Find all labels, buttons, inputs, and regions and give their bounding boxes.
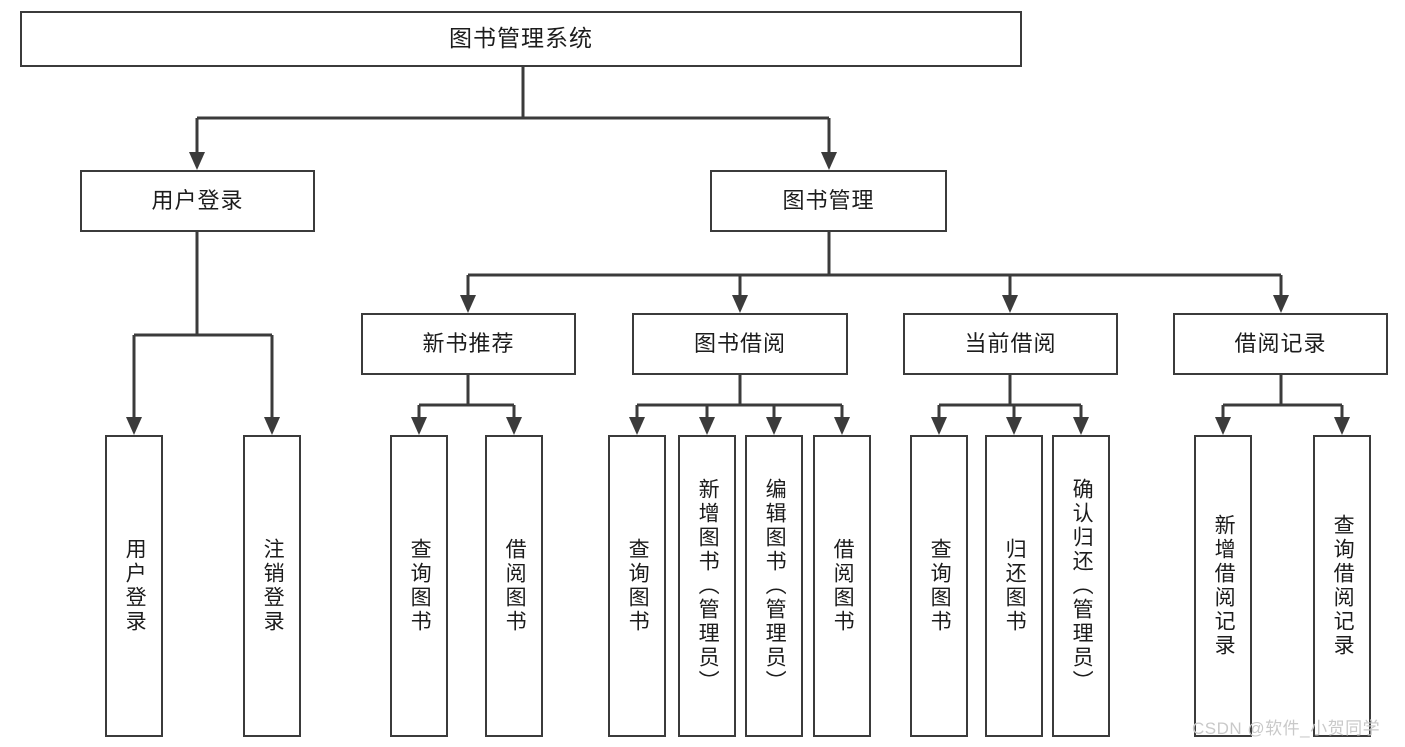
node-label: 归还图书 <box>1003 538 1027 634</box>
node-label: 图书管理系统 <box>449 25 593 52</box>
arrow-head-icon <box>460 295 476 313</box>
node-label: 新增借阅记录 <box>1212 514 1236 658</box>
arrow-head-icon <box>1002 295 1018 313</box>
node-leaf-query-book-2[interactable]: 查询图书 <box>608 435 666 737</box>
node-label: 图书管理 <box>782 187 875 213</box>
node-label: 借阅记录 <box>1234 330 1327 356</box>
node-leaf-return-book[interactable]: 归还图书 <box>985 435 1043 737</box>
node-label: 查询图书 <box>626 538 650 634</box>
arrow-head-icon <box>264 417 280 435</box>
node-leaf-borrow-book-1[interactable]: 借阅图书 <box>485 435 543 737</box>
node-label: 注销登录 <box>261 538 285 634</box>
arrow-head-icon <box>189 152 205 170</box>
arrow-head-icon <box>506 417 522 435</box>
node-leaf-confirm-return[interactable]: 确认归还（管理员） <box>1052 435 1110 737</box>
arrow-head-icon <box>126 417 142 435</box>
node-label: 编辑图书（管理员） <box>763 478 787 694</box>
node-leaf-edit-book[interactable]: 编辑图书（管理员） <box>745 435 803 737</box>
arrow-head-icon <box>821 152 837 170</box>
node-leaf-query-record[interactable]: 查询借阅记录 <box>1313 435 1371 737</box>
arrow-head-icon <box>732 295 748 313</box>
node-label: 用户登录 <box>123 538 147 634</box>
node-leaf-user-login[interactable]: 用户登录 <box>105 435 163 737</box>
arrow-head-icon <box>1334 417 1350 435</box>
arrow-head-icon <box>834 417 850 435</box>
node-user-login[interactable]: 用户登录 <box>80 170 315 232</box>
node-label: 用户登录 <box>151 187 244 213</box>
node-label: 借阅图书 <box>831 538 855 634</box>
node-new-book-rec[interactable]: 新书推荐 <box>361 313 576 375</box>
node-label: 新增图书（管理员） <box>696 478 720 694</box>
node-root[interactable]: 图书管理系统 <box>20 11 1022 67</box>
node-leaf-query-book-1[interactable]: 查询图书 <box>390 435 448 737</box>
node-leaf-query-book-3[interactable]: 查询图书 <box>910 435 968 737</box>
node-book-manage[interactable]: 图书管理 <box>710 170 947 232</box>
arrow-head-icon <box>629 417 645 435</box>
node-book-borrow[interactable]: 图书借阅 <box>632 313 848 375</box>
node-borrow-record[interactable]: 借阅记录 <box>1173 313 1388 375</box>
node-label: 确认归还（管理员） <box>1070 478 1094 694</box>
arrow-head-icon <box>1006 417 1022 435</box>
node-label: 图书借阅 <box>693 330 786 356</box>
arrow-head-icon <box>766 417 782 435</box>
arrow-head-icon <box>1273 295 1289 313</box>
node-label: 查询借阅记录 <box>1331 514 1355 658</box>
arrow-head-icon <box>931 417 947 435</box>
arrow-head-icon <box>699 417 715 435</box>
watermark-label: CSDN @软件_小贺同学 <box>1192 719 1381 738</box>
node-label: 新书推荐 <box>422 330 515 356</box>
node-leaf-add-book[interactable]: 新增图书（管理员） <box>678 435 736 737</box>
node-label: 查询图书 <box>928 538 952 634</box>
arrow-head-icon <box>1215 417 1231 435</box>
node-label: 当前借阅 <box>964 330 1057 356</box>
node-current-borrow[interactable]: 当前借阅 <box>903 313 1118 375</box>
arrow-head-icon <box>1073 417 1089 435</box>
arrow-head-icon <box>411 417 427 435</box>
node-leaf-borrow-book-2[interactable]: 借阅图书 <box>813 435 871 737</box>
node-leaf-add-record[interactable]: 新增借阅记录 <box>1194 435 1252 737</box>
node-leaf-user-logout[interactable]: 注销登录 <box>243 435 301 737</box>
node-label: 借阅图书 <box>503 538 527 634</box>
node-label: 查询图书 <box>408 538 432 634</box>
